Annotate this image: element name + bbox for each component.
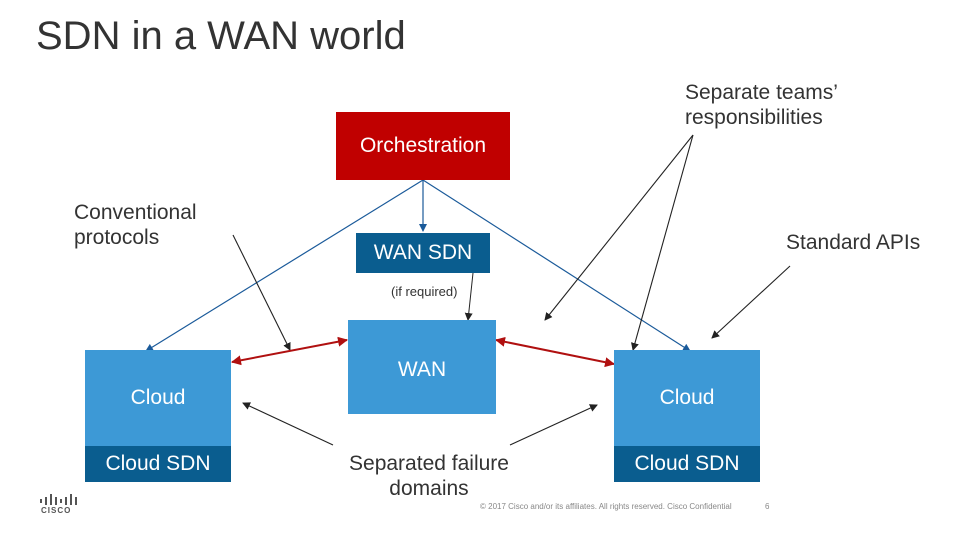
if-required-label: (if required) xyxy=(391,284,458,299)
teams-label-line1: Separate teams’ xyxy=(685,81,838,104)
orchestration-to-cloud-left-line xyxy=(145,179,424,352)
failure-callout-arrow-right xyxy=(509,404,598,446)
page-number: 6 xyxy=(765,502,770,511)
failure-label-line1: Separated failure xyxy=(349,452,509,475)
wan-box: WAN xyxy=(348,320,496,414)
conventional-protocols-label: Conventional protocols xyxy=(74,200,197,250)
teams-callout-arrow-left xyxy=(544,134,694,321)
wansdn-to-wan-arrow xyxy=(464,272,474,321)
cisco-logo-text: CISCO xyxy=(41,506,72,515)
teams-callout-arrow-right xyxy=(631,134,694,351)
teams-label-line2: responsibilities xyxy=(685,106,823,130)
copyright-text: © 2017 Cisco and/or its affiliates. All … xyxy=(480,502,732,511)
standard-apis-callout-arrow xyxy=(711,265,791,339)
failure-label-line2: domains xyxy=(389,477,469,501)
separate-teams-label: Separate teams’ responsibilities xyxy=(685,80,838,130)
wan-cloud-right-link xyxy=(495,336,615,368)
conventional-label-line1: Conventional xyxy=(74,201,197,224)
cloud-left-box: Cloud xyxy=(85,350,231,446)
wan-sdn-box: WAN SDN xyxy=(356,233,490,273)
conventional-label-line2: protocols xyxy=(74,226,160,250)
standard-apis-label: Standard APIs xyxy=(786,231,921,254)
cisco-logo-icon xyxy=(40,494,77,505)
cloud-right-box: Cloud xyxy=(614,350,760,446)
conventional-callout-arrow xyxy=(232,234,291,351)
orchestration-to-cloud-right-line xyxy=(422,179,691,352)
orchestration-box: Orchestration xyxy=(336,112,510,180)
cloud-left-wan-link xyxy=(231,336,348,366)
cloud-sdn-left-box: Cloud SDN xyxy=(85,446,231,482)
page-title: SDN in a WAN world xyxy=(36,14,406,58)
failure-callout-arrow-left xyxy=(242,402,334,446)
separated-failure-label: Separated failure domains xyxy=(336,451,522,501)
cloud-sdn-right-box: Cloud SDN xyxy=(614,446,760,482)
